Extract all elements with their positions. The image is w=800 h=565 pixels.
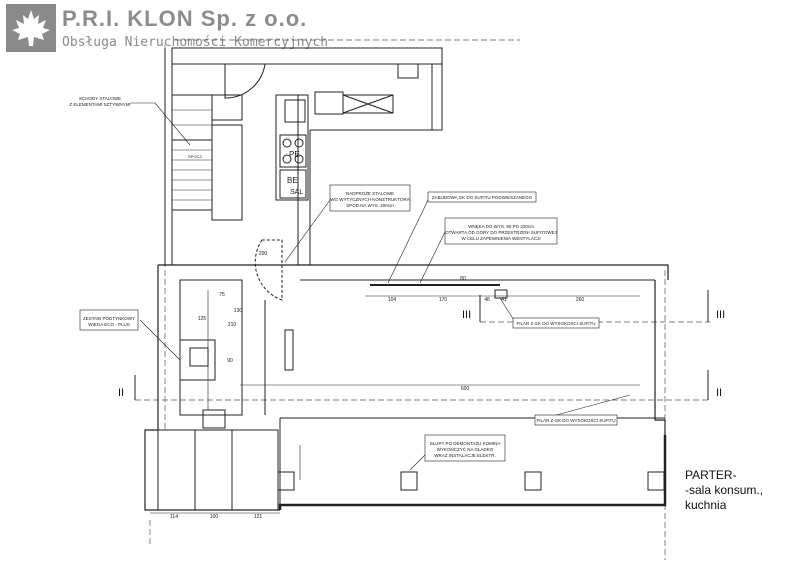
maple-leaf-logo-icon [6, 4, 56, 52]
section-iii-right: III [716, 309, 725, 321]
gk-note-1: FILAR Z GK DO WYSOKOŚCI SUFITU [516, 319, 595, 326]
floor-caption: PARTER- -sala konsum., kuchnia [685, 468, 763, 513]
caption-line-3: kuchnia [685, 498, 727, 512]
section-ii-right: II [716, 387, 722, 399]
dim-100: 100 [210, 514, 219, 520]
section-ii-left: II [118, 387, 124, 399]
dim-600: 600 [461, 386, 470, 392]
dim-260: 260 [576, 297, 585, 303]
dim-121: 121 [254, 514, 263, 520]
dim-114: 114 [170, 514, 178, 520]
dim-41: 41 [501, 297, 507, 303]
company-name: P.R.I. KLON Sp. z o.o. [62, 6, 308, 31]
stairs-label: SPOCZ. [188, 154, 203, 159]
dim-130: 130 [234, 308, 243, 314]
room-be: BE [287, 176, 298, 185]
ceiling-note: ZABUDOWA GK DO SUFITU PODWIESZANEGO [432, 195, 533, 200]
room-pe: PE [289, 150, 300, 159]
dim-210: 210 [228, 322, 237, 328]
dim-200: 200 [259, 251, 268, 257]
dim-80: 80 [460, 276, 466, 282]
dim-90: 90 [227, 358, 233, 364]
dim-75: 75 [219, 292, 225, 298]
dim-48: 48 [484, 297, 490, 303]
section-iii-left: III [462, 309, 471, 321]
dim-104: 104 [388, 297, 397, 303]
caption-line-2: -sala konsum., [685, 483, 764, 497]
gk-note-2: FILAR Z GK DO WYSOKOŚCI SUFITU [536, 416, 615, 423]
dim-170: 170 [439, 297, 448, 303]
caption-line-1: PARTER- [685, 468, 737, 482]
company-subtitle: Obsługa Nieruchomości Komercyjnych [62, 35, 329, 50]
room-sal: SAL [290, 189, 303, 196]
dim-125: 125 [198, 316, 207, 322]
